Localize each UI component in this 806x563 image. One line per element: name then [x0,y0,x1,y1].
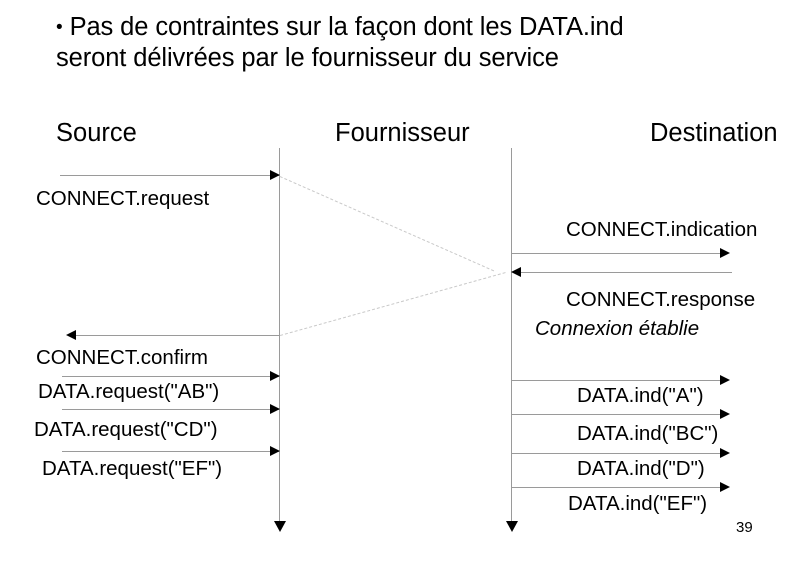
message-arrowhead-data-ind-bc-icon [720,409,730,419]
message-arrowhead-data-ind-a-icon [720,375,730,385]
message-arrowhead-connect-response-icon [511,267,521,277]
column-header-destination: Destination [650,119,778,147]
message-label-connect-request: CONNECT.request [36,187,210,210]
message-label-connect-confirm: CONNECT.confirm [36,346,208,369]
message-label-data-request-ab: DATA.request("AB") [38,380,220,403]
message-label-connect-response: CONNECT.response [566,288,756,311]
lifeline-end-arrow-destination-icon [506,521,518,532]
lifeline-end-arrow-source-icon [274,521,286,532]
message-arrowhead-data-ind-d-icon [720,448,730,458]
message-label-data-ind-ef: DATA.ind("EF") [568,492,708,515]
bullet-text-line-1: Pas de contraintes sur la façon dont les… [69,13,624,41]
message-label-data-ind-a: DATA.ind("A") [577,384,704,407]
bullet-line-1: • Pas de contraintes sur la façon dont l… [56,12,756,43]
page-number: 39 [736,519,753,536]
message-arrowhead-data-request-ab-icon [270,371,280,381]
message-line-data-ind-ef [512,487,724,488]
message-label-data-request-ef: DATA.request("EF") [42,457,223,480]
message-label-data-request-cd: DATA.request("CD") [34,418,218,441]
message-line-data-request-ab [62,376,280,377]
message-line-connect-indication [512,253,724,254]
message-label-connect-indication: CONNECT.indication [566,218,758,241]
column-header-fournisseur: Fournisseur [335,119,470,147]
message-label-connexion-etablie: Connexion établie [535,317,700,340]
message-line-data-request-cd [62,409,280,410]
message-line-data-ind-d [512,453,724,454]
message-label-data-ind-d: DATA.ind("D") [577,457,705,480]
transit-line-connect-request [279,176,495,272]
message-line-connect-confirm [76,335,280,336]
message-label-data-ind-bc: DATA.ind("BC") [577,422,719,445]
message-arrowhead-data-request-ef-icon [270,446,280,456]
bullet-line-2: seront délivrées par le fournisseur du s… [56,44,559,72]
message-line-data-ind-a [512,380,724,381]
bullet-dot-icon: • [56,17,63,38]
message-arrowhead-connect-request-icon [270,170,280,180]
message-line-connect-request [60,175,280,176]
transit-line-connect-response [280,272,506,336]
message-arrowhead-data-ind-ef-icon [720,482,730,492]
slide-bullet-block: • Pas de contraintes sur la façon dont l… [56,12,756,73]
message-arrowhead-connect-confirm-icon [66,330,76,340]
message-line-data-ind-bc [512,414,724,415]
message-line-connect-response [520,272,732,273]
lifeline-destination [511,148,512,523]
message-line-data-request-ef [62,451,280,452]
column-header-source: Source [56,119,137,147]
message-arrowhead-data-request-cd-icon [270,404,280,414]
message-arrowhead-connect-indication-icon [720,248,730,258]
